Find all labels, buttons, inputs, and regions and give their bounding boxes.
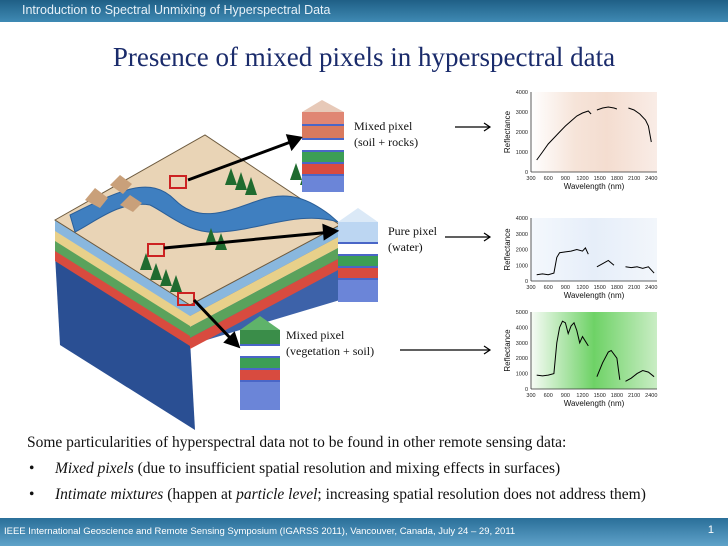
chart-3-plot-area [531,312,657,389]
chart-3: 0 1000 2000 3000 4000 5000 300 600 900 1200 1500 18… [503,310,657,408]
x-tick-label: 1800 [611,393,623,399]
x-tick-label: 600 [544,176,553,182]
label-mixed-vegetation-line2: (vegetation + soil) [286,344,375,358]
body-text: Some particularities of hyperspectral da… [27,430,717,508]
pixel-stack-soil [302,100,344,192]
pixel-stack-vegetation [240,316,280,410]
spectrum-segment-2 [596,106,618,111]
bullet-mixed-pixels: Mixed pixels (due to insufficient spatia… [27,456,717,482]
y-tick-label: 4000 [516,216,528,222]
x-tick-label: 1500 [594,176,606,182]
spectrum-segment-1 [536,247,589,276]
bullet-1-text: (due to insufficient spatial resolution … [133,460,561,477]
spectrum-segment-1 [536,110,592,161]
label-pure-water: Pure pixel (water) [388,223,437,255]
y-tick-label: 5000 [516,310,528,316]
x-tick-label: 600 [544,393,553,399]
spectrum-segment-2 [596,349,621,380]
label-mixed-vegetation: Mixed pixel (vegetation + soil) [286,327,374,359]
y-axis-label: Reflectance [503,329,512,372]
y-tick-label: 2000 [516,248,528,254]
x-tick-label: 2400 [645,285,657,291]
chart-1-plot-area [531,92,657,172]
y-tick-label: 1000 [516,372,528,378]
chart-2-plot-area [531,218,657,281]
bullet-2-text-b: ; increasing spatial resolution does not… [317,486,646,503]
y-axis-label: Reflectance [503,228,512,271]
footer-conference: IEEE International Geoscience and Remote… [4,526,516,537]
y-tick-label: 3000 [516,232,528,238]
bullet-1-emphasis: Mixed pixels [55,460,134,477]
spectrum-segment-3 [625,266,655,274]
label-mixed-vegetation-line1: Mixed pixel [286,328,345,342]
y-tick-label: 1000 [516,263,528,269]
y-tick-label: 2000 [516,130,528,136]
connector-arrows [163,134,340,349]
label-mixed-soil-line1: Mixed pixel [354,119,413,133]
intro-line: Some particularities of hyperspectral da… [27,434,567,451]
y-tick-label: 4000 [516,90,528,96]
y-tick-label: 3000 [516,341,528,347]
chart-2: 0 1000 2000 3000 4000 300 600 900 1200 1500 1800 21… [503,216,657,300]
x-tick-label: 2400 [645,393,657,399]
y-tick-label: 0 [525,279,528,285]
label-pure-water-line2: (water) [388,240,423,254]
x-tick-label: 1500 [594,393,606,399]
x-tick-label: 2100 [628,393,640,399]
hyperspectral-cube [54,134,341,430]
spectrum-segment-3 [625,369,655,382]
x-tick-label: 600 [544,285,553,291]
chart-1: 0 1000 2000 3000 4000 300 600 900 1200 1500 1800 21… [503,90,657,191]
y-tick-label: 0 [525,387,528,393]
x-tick-label: 1200 [576,176,588,182]
x-tick-label: 1200 [576,393,588,399]
chart-arrows [400,122,492,355]
x-tick-label: 900 [561,393,570,399]
x-tick-label: 1800 [611,285,623,291]
spectrum-segment-2 [596,259,615,268]
x-tick-label: 2100 [628,285,640,291]
x-tick-label: 900 [561,176,570,182]
label-mixed-soil: Mixed pixel (soil + rocks) [354,118,418,150]
y-tick-label: 0 [525,170,528,176]
bullet-intimate-mixtures: Intimate mixtures (happen at particle le… [27,482,717,508]
x-axis-label: Wavelength (nm) [564,291,625,300]
section-title: Introduction to Spectral Unmixing of Hyp… [22,3,331,17]
bullet-2-emphasis-2: particle level [236,486,318,503]
y-tick-label: 3000 [516,110,528,116]
y-tick-label: 1000 [516,150,528,156]
x-tick-label: 300 [526,176,535,182]
slide-title: Presence of mixed pixels in hyperspectra… [112,42,616,72]
spectrum-segment-1 [536,320,589,377]
x-axis-label: Wavelength (nm) [564,399,625,408]
header-bar: Introduction to Spectral Unmixing of Hyp… [0,0,728,22]
bullet-2-text-a: (happen at [163,486,237,503]
y-tick-label: 4000 [516,325,528,331]
y-axis-label: Reflectance [503,110,512,153]
x-tick-label: 300 [526,393,535,399]
label-mixed-soil-line2: (soil + rocks) [354,135,419,149]
x-tick-label: 1500 [594,285,606,291]
footer-bar: IEEE International Geoscience and Remote… [0,518,728,546]
y-tick-label: 2000 [516,356,528,362]
x-tick-label: 300 [526,285,535,291]
spectrum-segment-3 [628,107,652,143]
x-tick-label: 1200 [576,285,588,291]
x-tick-label: 900 [561,285,570,291]
x-axis-label: Wavelength (nm) [564,182,625,191]
x-tick-label: 2100 [628,176,640,182]
x-tick-label: 1800 [611,176,623,182]
x-tick-label: 2400 [645,176,657,182]
pixel-stack-water [338,208,378,302]
page-number: 1 [707,524,714,536]
label-pure-water-line1: Pure pixel [388,224,437,238]
bullet-2-emphasis: Intimate mixtures [55,486,164,503]
